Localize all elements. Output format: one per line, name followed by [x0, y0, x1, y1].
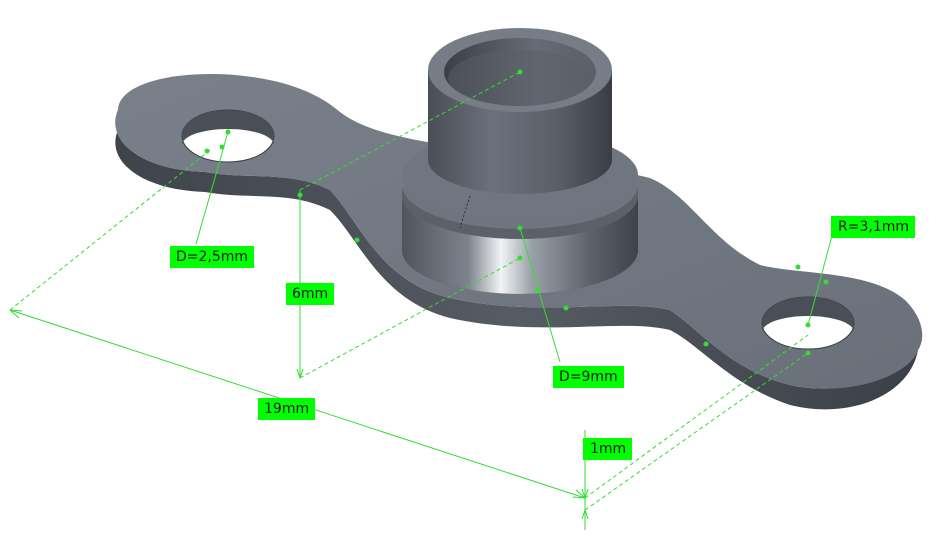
- dim-hole-leader: [195, 131, 229, 245]
- dim-boss-leader: [519, 227, 561, 363]
- dim-radius-leader: [807, 231, 834, 326]
- plate-side: [115, 110, 919, 410]
- dim-6-arrow: [296, 368, 304, 379]
- dim-1-ext: [584, 352, 809, 511]
- dim-1-arrow: [581, 488, 589, 520]
- hole-diameter-label: D=2,5mm: [170, 246, 255, 268]
- dim-19-arrow-left: [9, 309, 23, 319]
- seam-line: [459, 195, 471, 229]
- boss-cylinder: [428, 28, 612, 194]
- left-hole: [181, 109, 275, 163]
- overall-length-label: 19mm: [258, 398, 316, 420]
- dimension-points: [204, 69, 829, 356]
- lobe-radius-label: R=3,1mm: [828, 216, 915, 238]
- boss-diameter-label: D=9mm: [553, 366, 624, 388]
- dim-19-ext-left: [9, 149, 211, 311]
- boss-height-label: 6mm: [286, 283, 335, 305]
- dim-19-ext-right: [584, 334, 809, 499]
- plate-thickness-label: 1mm: [580, 438, 633, 460]
- dim-19-arrow-right: [572, 489, 586, 499]
